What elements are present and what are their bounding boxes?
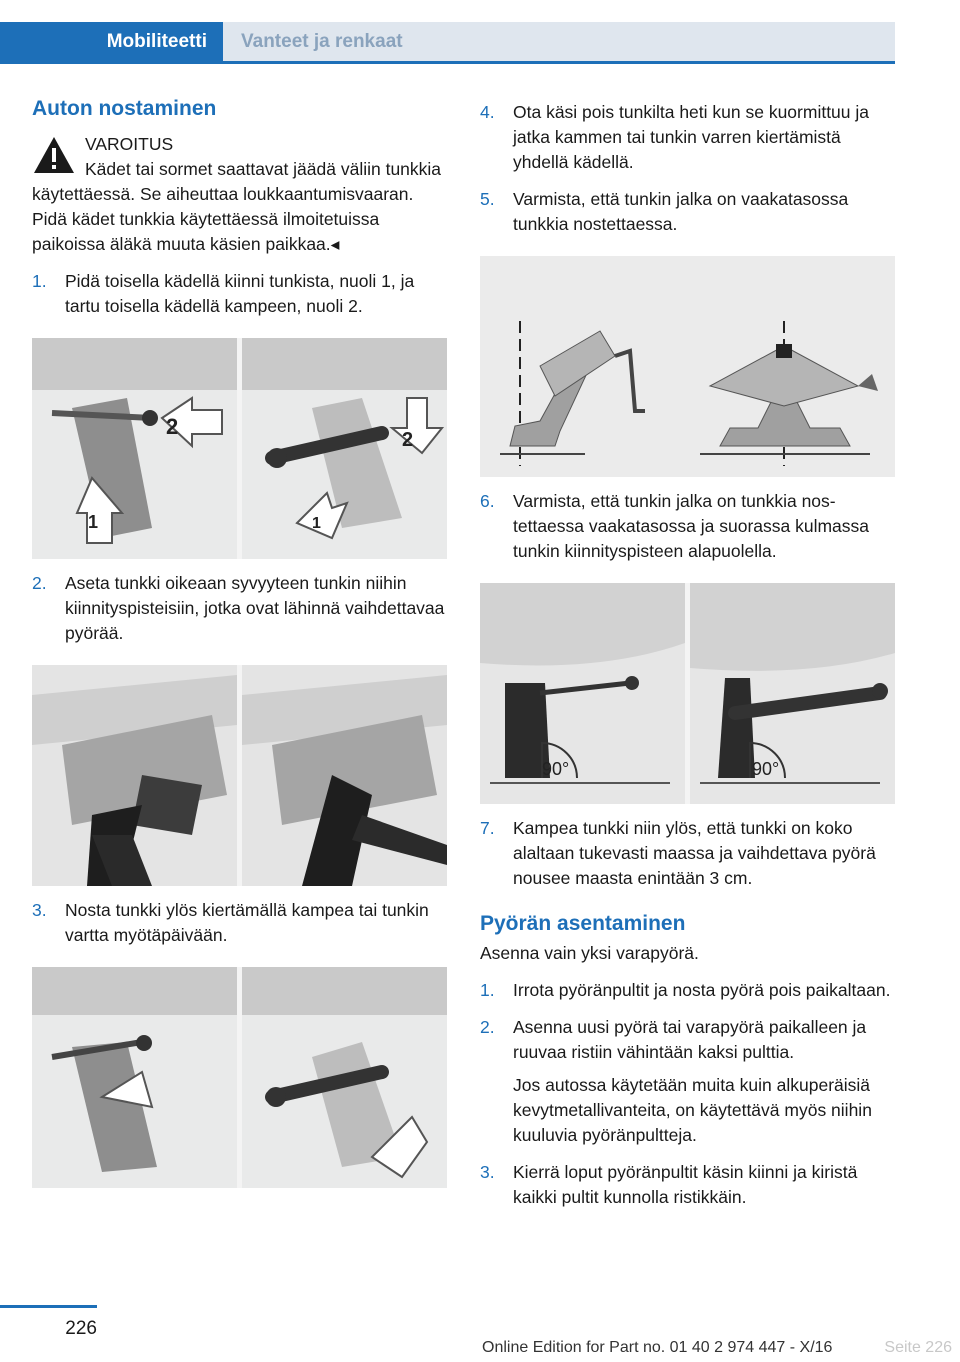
- jack-vertical-diagram: [480, 256, 895, 477]
- edition-note: Online Edition for Part no. 01 40 2 974 …: [482, 1339, 833, 1356]
- header-bar: Mobiliteetti Vanteet ja renkaat: [0, 0, 895, 64]
- jack-placement-illustration: [32, 665, 447, 886]
- jack-handle-illustration: 2 1 2 1: [32, 338, 447, 559]
- step-text: Varmista, että tunkin jalka on tunkkia n…: [513, 491, 870, 561]
- arrow-label-2b: 2: [402, 429, 413, 451]
- arrow-label-1b: 1: [312, 515, 321, 532]
- step-text: Asenna uusi pyörä tai varapyörä paikalle…: [513, 1017, 867, 1062]
- list-item: 7. Kampea tunkki niin ylös, että tunkki …: [480, 816, 895, 891]
- step-number: 2.: [32, 573, 47, 593]
- watermark: Seite 226: [884, 1339, 952, 1356]
- intro-text: Asenna vain yksi varapyörä.: [480, 943, 699, 963]
- list-item: 5. Varmista, että tunkin jalka on vaakat…: [480, 187, 895, 237]
- step-text: Kampea tunkki niin ylös, että tunkki on …: [513, 818, 876, 888]
- step-text: Pidä toisella kädellä kiinni tunkista, n…: [65, 271, 415, 316]
- angle-label: 90°: [542, 759, 569, 779]
- note-paragraph: Jos autossa käytetään muita kuin alkupe­…: [513, 1075, 872, 1145]
- jack-raise-illustration: [32, 967, 447, 1188]
- list-item: 1. Irrota pyöränpultit ja nosta pyörä po…: [480, 978, 895, 1003]
- step-text: Kierrä loput pyöränpultit käsin kiinni j…: [513, 1162, 858, 1207]
- list-item: 2. Aseta tunkki oikeaan syvyyteen tunkin…: [32, 571, 447, 646]
- list-item: 6. Varmista, että tunkin jalka on tunkki…: [480, 489, 895, 564]
- tab-mobiliteetti[interactable]: Mobiliteetti: [0, 22, 223, 61]
- step-number: 6.: [480, 491, 495, 511]
- left-column: Auton nostaminen VAROITUS Kädet tai sorm…: [32, 96, 447, 1200]
- list-item: 4. Ota käsi pois tunkilta heti kun se ku…: [480, 100, 895, 175]
- warning-block: VAROITUS Kädet tai sormet saattavat jääd…: [32, 132, 447, 257]
- list-item: 3. Nosta tunkki ylös kiertämällä kampea …: [32, 898, 447, 948]
- jack-angle-illustration: 90° 90°: [480, 583, 895, 804]
- step-number: 3.: [32, 900, 47, 920]
- page-number: 226: [65, 1318, 97, 1339]
- step-text: Nosta tunkki ylös kiertämällä kampea tai…: [65, 900, 429, 945]
- step-number: 4.: [480, 102, 495, 122]
- step-number: 1.: [480, 980, 495, 1000]
- step-text: Irrota pyöränpultit ja nosta pyörä pois …: [513, 980, 891, 1000]
- warning-text: Kädet tai sormet saattavat jäädä väliin …: [32, 159, 442, 254]
- step-text: Varmista, että tunkin jalka on vaakataso…: [513, 189, 849, 234]
- step-number: 3.: [480, 1162, 495, 1182]
- arrow-label-1: 1: [88, 512, 98, 532]
- arrow-label-2: 2: [166, 414, 178, 439]
- angle-label: 90°: [752, 759, 779, 779]
- section-heading: Auton nostaminen: [32, 97, 217, 120]
- warning-triangle-icon: [34, 137, 74, 173]
- step-number: 1.: [32, 271, 47, 291]
- step-text: Aseta tunkki oikeaan syvyyteen tunkin ni…: [65, 573, 445, 643]
- footer-accent-line: [0, 1305, 97, 1308]
- list-item: 2. Asenna uusi pyörä tai varapyörä paika…: [480, 1015, 895, 1065]
- section-heading-2: Pyörän asentaminen: [480, 912, 686, 935]
- right-column: 4. Ota käsi pois tunkilta heti kun se ku…: [480, 96, 895, 1210]
- tab-vanteet-ja-renkaat[interactable]: Vanteet ja renkaat: [223, 22, 895, 61]
- step-number: 2.: [480, 1017, 495, 1037]
- list-item: 1. Pidä toisella kädellä kiinni tunkista…: [32, 269, 447, 319]
- step-number: 7.: [480, 818, 495, 838]
- step-text: Ota käsi pois tunkilta heti kun se kuorm…: [513, 102, 870, 172]
- step-number: 5.: [480, 189, 495, 209]
- list-item: 3. Kierrä loput pyöränpultit käsin kiinn…: [480, 1160, 895, 1210]
- warning-title: VAROITUS: [85, 134, 174, 154]
